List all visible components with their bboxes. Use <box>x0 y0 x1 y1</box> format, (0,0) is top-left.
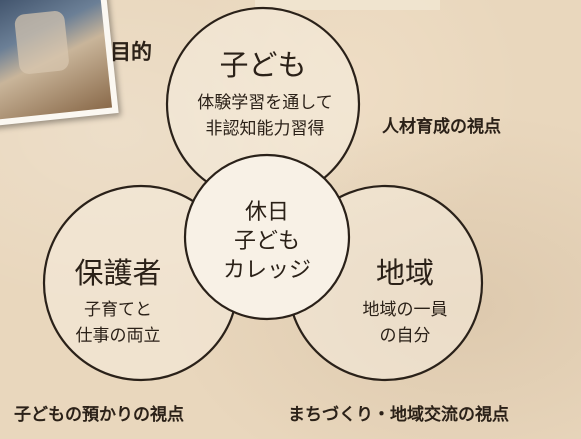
region-title: 地域 <box>375 256 435 290</box>
kids-line-2: 非認知能力習得 <box>205 119 325 139</box>
kids-line-1: 体験学習を通して <box>197 93 333 113</box>
guardians-line-1: 子育てと <box>84 300 152 320</box>
paper-strip <box>255 0 440 10</box>
center-line-2: 子ども <box>233 229 301 254</box>
viewpoint-community: まちづくり・地域交流の視点 <box>288 405 509 425</box>
circle-center <box>183 153 351 321</box>
viewpoint-childcare: 子どもの預かりの視点 <box>14 405 184 425</box>
center-line-1: 休日 <box>244 200 290 225</box>
guardians-title: 保護者 <box>74 256 162 290</box>
guardians-line-2: 仕事の両立 <box>75 326 161 346</box>
region-line-2: の自分 <box>379 326 431 346</box>
purpose-label: 目的 <box>110 40 152 64</box>
kids-title: 子ども <box>219 48 307 82</box>
viewpoint-talent: 人材育成の視点 <box>382 117 501 137</box>
center-line-3: カレッジ <box>222 258 312 283</box>
region-line-1: 地域の一員 <box>362 300 448 320</box>
